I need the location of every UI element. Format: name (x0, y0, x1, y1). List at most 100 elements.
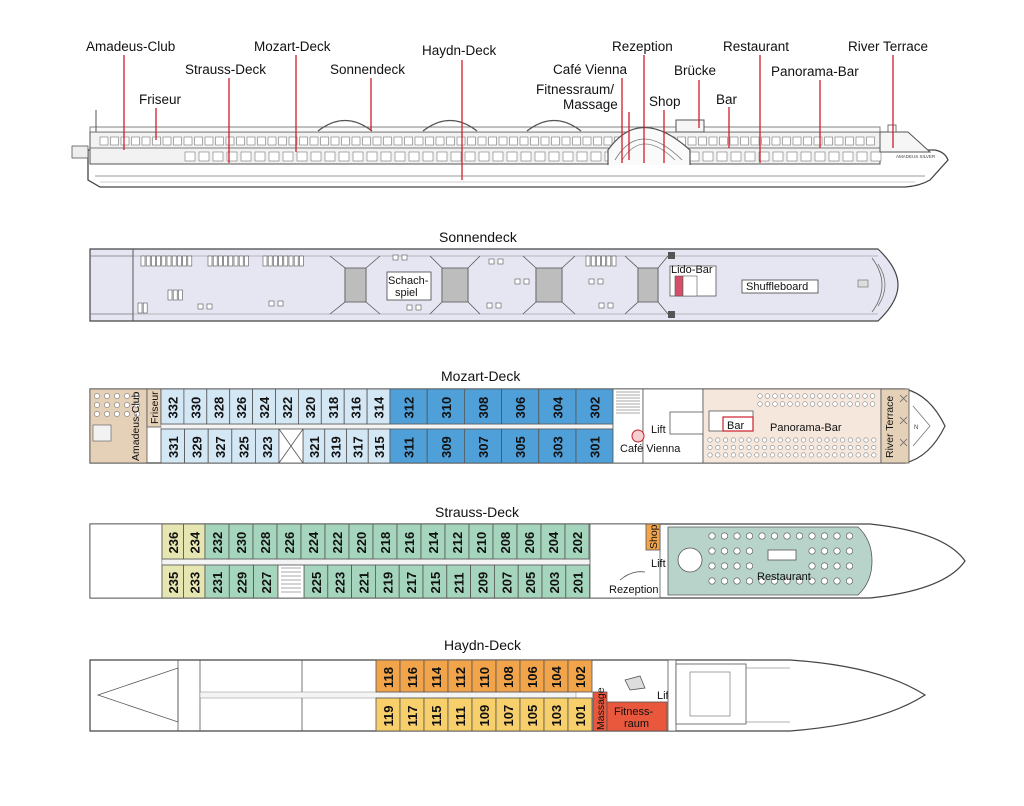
sun-lounger (601, 255, 606, 267)
club-seat (104, 402, 110, 408)
panorama-seat (862, 393, 868, 399)
cabin-number-236: 236 (166, 532, 181, 554)
cabin-number-209: 209 (476, 572, 491, 594)
window-pane (506, 151, 518, 162)
club-seat (134, 411, 140, 417)
panorama-seat (746, 444, 752, 450)
window-pane (366, 151, 378, 162)
restaurant-table (795, 577, 803, 585)
window-pane (383, 136, 392, 146)
cabin-110 (471, 659, 497, 693)
callout-labels: Amadeus-Club Friseur Strauss-Deck Mozart… (86, 39, 928, 112)
cabin-number-115: 115 (429, 706, 444, 727)
panorama-seat (715, 452, 721, 458)
window-pane (282, 151, 294, 162)
window-pane (422, 151, 434, 162)
cabin-number-207: 207 (499, 572, 514, 594)
cabin-number-332: 332 (165, 397, 180, 419)
panorama-seat (793, 452, 799, 458)
window-pane (834, 136, 844, 146)
club-seat (104, 393, 110, 399)
cabin-number-234: 234 (187, 531, 202, 553)
cabin-number-233: 233 (187, 572, 202, 594)
panorama-seat (764, 401, 771, 407)
table-chair (495, 302, 502, 309)
cabin-231 (204, 564, 230, 599)
panorama-seat (847, 444, 853, 450)
table-chair (486, 302, 493, 309)
window-pane (824, 136, 833, 146)
panorama-seat (855, 437, 861, 443)
cabin-number-201: 201 (571, 572, 586, 594)
callout-rezeption: Rezeption (612, 39, 673, 54)
restaurant-table (833, 577, 841, 585)
panorama-seat (863, 444, 869, 450)
club-seat (94, 402, 100, 408)
terrace-chair (899, 416, 908, 425)
sun-lounger (606, 255, 612, 267)
callout-haydn-deck: Haydn-Deck (422, 43, 497, 58)
window-pane (744, 151, 756, 162)
panorama-seat (754, 437, 760, 443)
window-pane (786, 151, 798, 162)
window-pane (173, 136, 182, 146)
window-pane (408, 151, 420, 162)
sun-lounger (137, 302, 143, 314)
panorama-seat (715, 437, 721, 443)
window-pane (268, 151, 280, 162)
panorama-seat (854, 393, 861, 399)
callout-fitness-line1: Fitnessraum/ (536, 82, 614, 97)
window-pane (341, 136, 350, 146)
window-pane (435, 136, 445, 146)
window-pane (740, 136, 749, 146)
cabin-214 (420, 523, 446, 560)
restaurant-table (795, 532, 803, 540)
window-pane (278, 136, 287, 146)
cabin-number-223: 223 (333, 572, 348, 594)
window-pane (204, 136, 214, 146)
panorama-seat (787, 393, 793, 399)
panorama-seat (793, 444, 799, 450)
panorama-seat (808, 452, 814, 458)
sun-lounger (596, 255, 601, 267)
shuffleboard-label: Shuffleboard (746, 281, 808, 293)
cabin-number-326: 326 (234, 397, 249, 419)
window-pane (110, 136, 119, 146)
cabin-312 (389, 388, 428, 425)
sun-lounger (161, 255, 167, 267)
callout-restaurant: Restaurant (723, 39, 789, 54)
ship-side-view: AMADEUS SILVER (71, 110, 949, 188)
panorama-seat (832, 393, 838, 399)
cabin-number-327: 327 (213, 436, 228, 458)
window-pane (530, 136, 539, 146)
window-pane (870, 151, 882, 162)
panorama-seat (816, 444, 822, 450)
cabin-number-112: 112 (453, 667, 468, 688)
table-chair (197, 303, 204, 310)
fitness-line1: Fitness- (614, 706, 653, 718)
cabin-number-218: 218 (378, 532, 393, 554)
cabin-number-318: 318 (326, 397, 341, 419)
cabin-number-224: 224 (306, 531, 321, 553)
sun-lounger (207, 255, 213, 267)
panorama-seat (869, 393, 876, 399)
panorama-seat (854, 401, 861, 407)
panorama-seat (769, 444, 775, 450)
panorama-seat (794, 401, 801, 407)
panorama-seat (772, 401, 778, 407)
window-pane (730, 151, 742, 162)
cabin-308 (463, 388, 502, 425)
sun-loungers (137, 254, 617, 314)
panorama-seat (723, 437, 729, 443)
callout-river-terrace: River Terrace (848, 39, 928, 54)
sun-lounger (142, 302, 148, 314)
table-chair (415, 304, 422, 311)
restaurant-table (808, 532, 816, 540)
window-pane (478, 151, 490, 162)
window-pane (590, 151, 602, 162)
club-seat (94, 411, 100, 417)
cabin-202 (564, 523, 590, 560)
window-pane (576, 151, 588, 162)
callout-shop: Shop (649, 94, 681, 109)
